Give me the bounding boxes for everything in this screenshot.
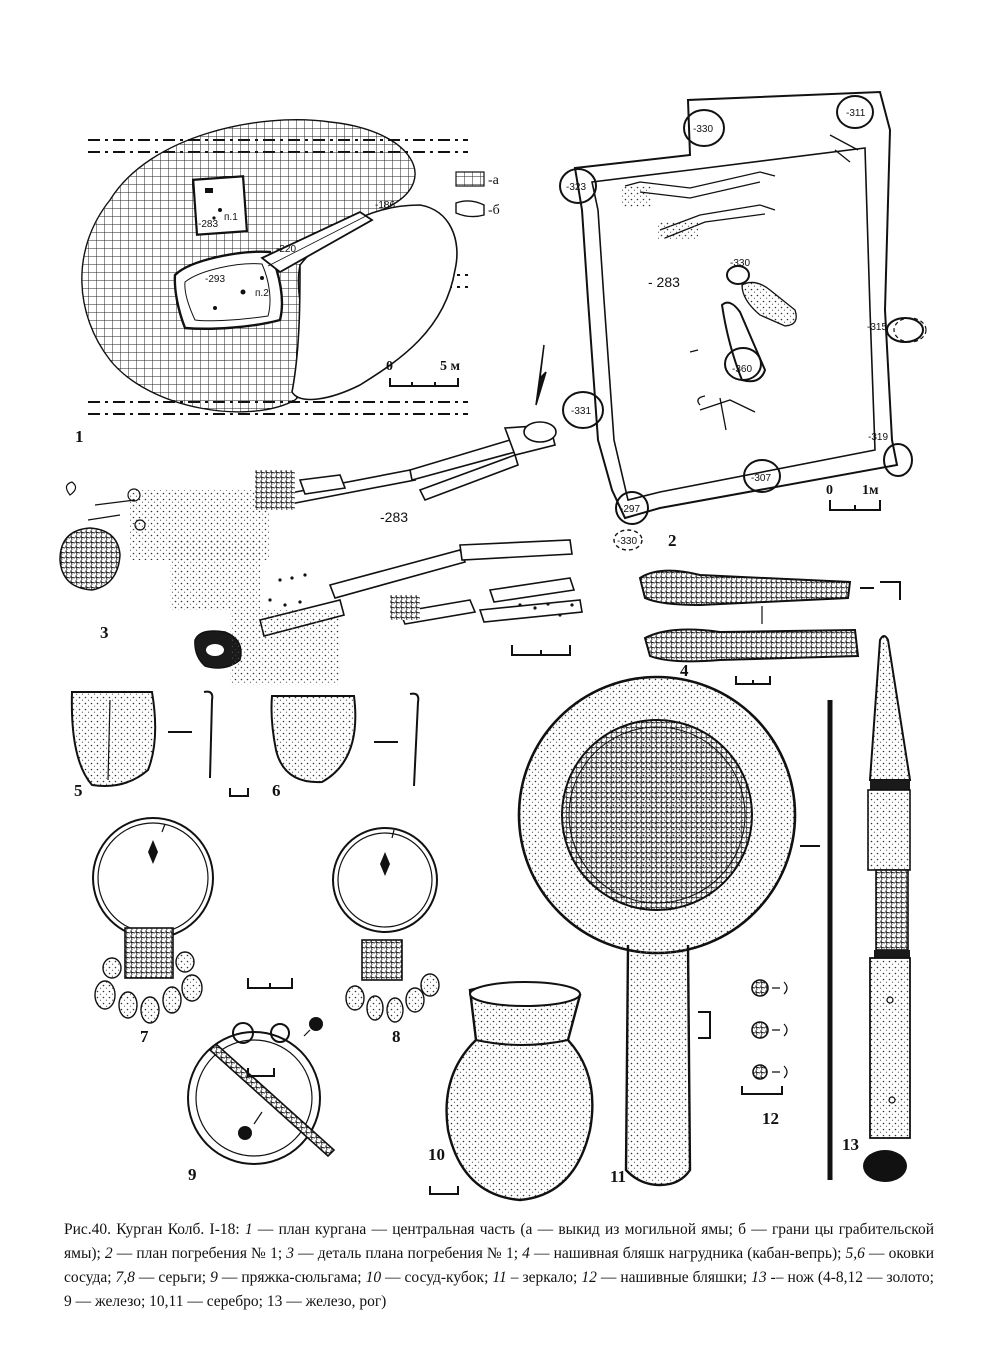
figure-label-4: 4 [680, 661, 689, 680]
post-label: -330 [617, 536, 637, 547]
caption-item-text: цы грабительской ямы); [64, 1221, 934, 1262]
caption-item-num: 1 [244, 1221, 253, 1238]
caption-item-text: — план кургана — центральная часть (а — … [252, 1221, 810, 1238]
figure-label-7: 7 [140, 1027, 149, 1046]
caption-item-num: 9 [210, 1269, 218, 1286]
skeleton-sketches [622, 134, 859, 431]
caption-item-num: 13 [751, 1269, 767, 1286]
buckle-9: 9 [187, 1017, 336, 1184]
svg-text:0: 0 [386, 359, 393, 374]
caption-item-text: — деталь плана погребения № 1; [294, 1245, 523, 1262]
post-label: -307 [751, 473, 771, 484]
figure-label-8: 8 [392, 1027, 401, 1046]
legend-swatch-b [455, 200, 485, 218]
legend-label-a: -а [488, 173, 500, 188]
post-label: -315 [867, 322, 887, 333]
burial-frame-outer [573, 90, 899, 520]
vessel-fitting-6: 6 [270, 692, 420, 800]
burial-plan: -330 -311 -323 -330 -315 -360 -331 -319 … [559, 90, 927, 551]
caption-item-num: 4 [522, 1245, 530, 1262]
post-label: -330 [730, 258, 750, 269]
skull-upper [59, 527, 121, 591]
burial-detail: -283 3 [59, 421, 583, 685]
mirror-11: 11 [517, 675, 833, 1187]
caption-item-num: 7,8 [115, 1269, 135, 1286]
svg-text:0: 0 [826, 483, 833, 498]
caption-item-text: — сосуд-кубок; [381, 1269, 493, 1286]
caption-item-text: – зеркало; [506, 1269, 582, 1286]
post-label: -330 [693, 124, 713, 135]
depth-293: -293 [205, 274, 225, 285]
scale-bar-3 [511, 645, 571, 656]
figure-label-3: 3 [100, 623, 109, 642]
detail-depth: -283 [380, 509, 408, 525]
depth-220: -220 [276, 244, 296, 255]
north-arrow-icon [535, 344, 547, 406]
post-label: -331 [571, 406, 591, 417]
post-label: -319 [868, 432, 888, 443]
post-label: -323 [566, 182, 586, 193]
figure-label-6: 6 [272, 781, 281, 800]
caption-item-text: — серьги; [134, 1269, 211, 1286]
plaques-12: 12 [741, 979, 788, 1128]
caption-item-num: 11 [492, 1269, 507, 1286]
caption-item-text: — нашивные бляшки; [596, 1269, 752, 1286]
knife-13: 13 [842, 635, 912, 1182]
scale-bar-1: 0 5 м [386, 359, 461, 387]
caption-item-num: 10 [365, 1269, 382, 1286]
svg-text:1м: 1м [862, 483, 879, 498]
burial-frame-inner [591, 147, 876, 501]
figure-label-2: 2 [668, 531, 677, 550]
earring-8: 8 [332, 827, 440, 1046]
cup-10: 10 [428, 981, 594, 1202]
svg-text:5 м: 5 м [440, 359, 461, 374]
caption-item-text: — оковки сосуда; [64, 1245, 934, 1286]
caption-item-num: 12 [581, 1269, 597, 1286]
burial-depth: - 283 [648, 274, 680, 290]
legend-label-b: -б [488, 203, 500, 218]
caption-item-text: -– нож (4-8,12 — золото; 9 — железо; 10,… [64, 1269, 934, 1310]
figure-label-11: 11 [610, 1167, 626, 1186]
post-label: -311 [846, 108, 866, 119]
figure-label-12: 12 [762, 1109, 779, 1128]
post-label: -360 [732, 364, 752, 375]
caption-item-num: 2 [104, 1245, 113, 1262]
post-label: -297 [620, 504, 640, 515]
mound-plan: -283 п.1 -186 -220 -293 п.2 -а -б 0 5 м … [75, 119, 547, 446]
vessel-fitting-5: 5 [70, 690, 249, 800]
caption-item-text: — нашивная бляшк нагрудника (кабан-вепрь… [529, 1245, 846, 1262]
pit-2-label: п.2 [255, 288, 269, 299]
figure-label-13: 13 [842, 1135, 859, 1154]
caption-title: Рис.40. Курган Колб. I-18: [64, 1221, 245, 1238]
figure-label-10: 10 [428, 1145, 445, 1164]
pit-1-label: п.1 [224, 212, 238, 223]
depth-283: -283 [198, 219, 218, 230]
caption-item-text: — пряжка-сюльгама; [217, 1269, 366, 1286]
boar-plaques: 4 [638, 569, 901, 685]
figure-label-5: 5 [74, 781, 83, 800]
robbery-pit-outline [291, 204, 458, 401]
post-holes [559, 95, 927, 551]
figure-label-1: 1 [75, 427, 84, 446]
scale-bar-2: 0 1м [826, 483, 881, 511]
figure-label-9: 9 [188, 1165, 197, 1184]
earring-7: 7 [92, 817, 293, 1046]
caption-item-num: 5,6 [845, 1245, 865, 1262]
caption-item-text: — план погребения № 1; [112, 1245, 287, 1262]
figure-caption: Рис.40. Курган Колб. I-18: 1 — план кург… [64, 1218, 934, 1314]
legend-swatch-a [455, 171, 485, 187]
pit-2 [173, 250, 284, 330]
depth-186: -186 [375, 200, 395, 211]
caption-item-num: 3 [286, 1245, 295, 1262]
